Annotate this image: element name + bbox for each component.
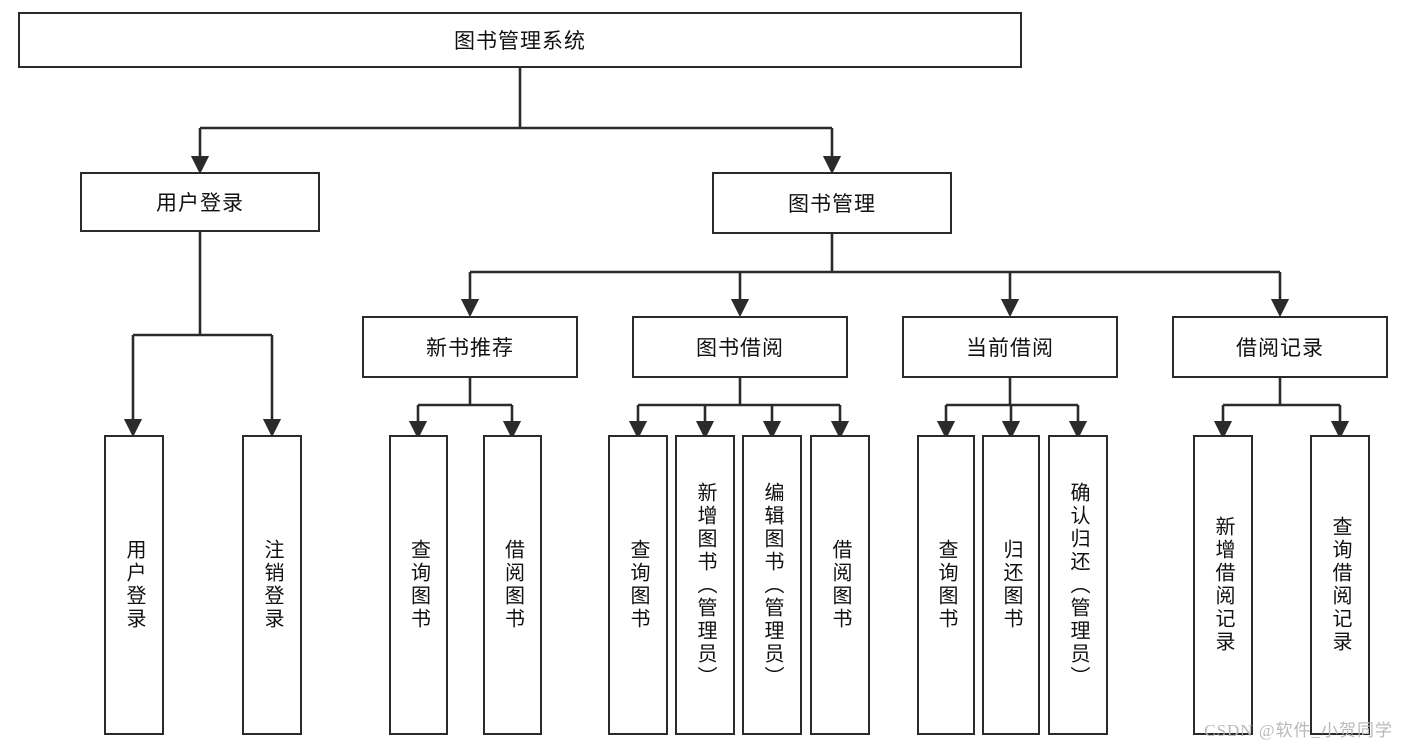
node-user-login[interactable]: 用户登录 bbox=[80, 172, 320, 232]
node-label: 编辑图书（管理员） bbox=[761, 481, 783, 689]
leaf-logout[interactable]: 注销登录 bbox=[242, 435, 302, 735]
node-label: 用户登录 bbox=[156, 192, 244, 215]
node-label: 查询图书 bbox=[935, 539, 957, 631]
leaf-borrow-book-recommend[interactable]: 借阅图书 bbox=[483, 435, 542, 735]
leaf-return-book[interactable]: 归还图书 bbox=[982, 435, 1040, 735]
node-label: 图书管理系统 bbox=[454, 30, 586, 53]
node-label: 确认归还（管理员） bbox=[1067, 481, 1089, 689]
leaf-user-login[interactable]: 用户登录 bbox=[104, 435, 164, 735]
node-current-borrow[interactable]: 当前借阅 bbox=[902, 316, 1118, 378]
node-label: 查询图书 bbox=[407, 539, 430, 631]
node-label: 新书推荐 bbox=[426, 337, 514, 360]
node-label: 新增图书（管理员） bbox=[694, 481, 716, 689]
leaf-confirm-return-admin[interactable]: 确认归还（管理员） bbox=[1048, 435, 1108, 735]
node-label: 注销登录 bbox=[261, 539, 283, 631]
leaf-edit-book-admin[interactable]: 编辑图书（管理员） bbox=[742, 435, 802, 735]
leaf-add-book-admin[interactable]: 新增图书（管理员） bbox=[675, 435, 735, 735]
node-label: 借阅图书 bbox=[829, 539, 851, 631]
leaf-query-book-borrow[interactable]: 查询图书 bbox=[608, 435, 668, 735]
node-label: 图书管理 bbox=[788, 193, 876, 216]
node-label: 新增借阅记录 bbox=[1212, 516, 1234, 654]
node-label: 查询借阅记录 bbox=[1329, 516, 1351, 654]
watermark-text: CSDN @软件_小贺同学 bbox=[1204, 721, 1393, 740]
node-label: 当前借阅 bbox=[966, 337, 1054, 360]
node-root[interactable]: 图书管理系统 bbox=[18, 12, 1022, 68]
node-label: 借阅记录 bbox=[1236, 337, 1324, 360]
node-label: 借阅图书 bbox=[501, 539, 524, 631]
node-book-borrow[interactable]: 图书借阅 bbox=[632, 316, 848, 378]
node-label: 图书借阅 bbox=[696, 337, 784, 360]
node-new-book-recommend[interactable]: 新书推荐 bbox=[362, 316, 578, 378]
node-book-management[interactable]: 图书管理 bbox=[712, 172, 952, 234]
leaf-query-book-recommend[interactable]: 查询图书 bbox=[389, 435, 448, 735]
node-borrow-records[interactable]: 借阅记录 bbox=[1172, 316, 1388, 378]
node-label: 查询图书 bbox=[627, 539, 649, 631]
leaf-query-borrow-record[interactable]: 查询借阅记录 bbox=[1310, 435, 1370, 735]
node-label: 用户登录 bbox=[123, 539, 145, 631]
node-label: 归还图书 bbox=[1000, 539, 1022, 631]
leaf-add-borrow-record[interactable]: 新增借阅记录 bbox=[1193, 435, 1253, 735]
leaf-query-book-current[interactable]: 查询图书 bbox=[917, 435, 975, 735]
leaf-borrow-book[interactable]: 借阅图书 bbox=[810, 435, 870, 735]
